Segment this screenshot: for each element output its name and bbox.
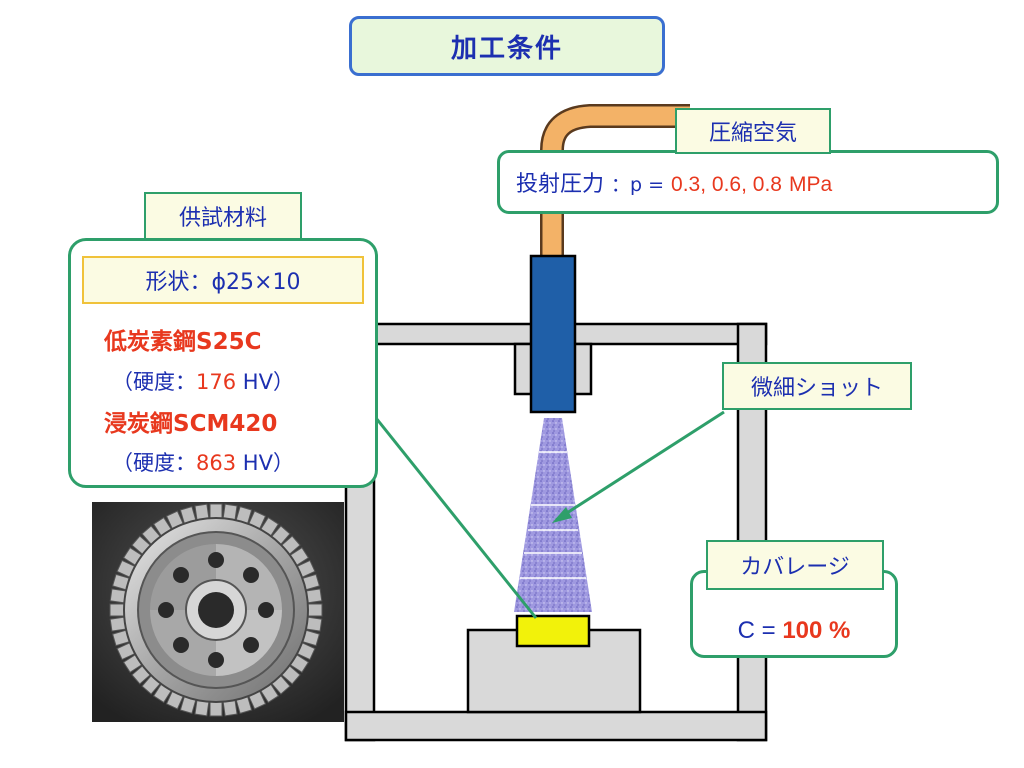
pressure-box: 投射圧力 ：p = 0.3, 0.6, 0.8 MPa (497, 150, 999, 214)
specimen (515, 614, 591, 648)
pressure-label: 投射圧力 (516, 172, 605, 197)
coverage-prefix: C = (737, 617, 776, 644)
shape-box: 形状：ϕ25×10 (82, 256, 364, 304)
nozzle (529, 254, 577, 414)
material-leader-line (374, 417, 538, 619)
shot-stream (514, 418, 592, 612)
shape-text: 形状：ϕ25×10 (145, 270, 301, 295)
shot-leader-line (555, 410, 725, 522)
pressure-values: 0.3, 0.6, 0.8 (671, 173, 782, 196)
gear-photo (92, 502, 344, 722)
pressure-unit: MPa (788, 173, 833, 196)
shot-label: 微細ショット (722, 362, 912, 410)
coverage-value: 100 % (782, 617, 851, 644)
compressed-air-label: 圧縮空気 (675, 108, 831, 154)
material-1-hardness-value: 176 (196, 370, 237, 394)
material-2-name: 浸炭鋼SCM420 (104, 411, 278, 437)
material-label: 供試材料 (144, 192, 302, 240)
gear-icon (92, 502, 344, 722)
coverage-label: カバレージ (706, 540, 884, 590)
material-1-name: 低炭素鋼S25C (104, 329, 262, 355)
material-2-hardness: （硬度：863 HV） (112, 451, 294, 475)
material-1-hardness: （硬度：176 HV） (112, 370, 294, 394)
pressure-separator: ：p = (611, 174, 665, 196)
material-2-hardness-value: 863 (196, 451, 237, 475)
page-title: 加工条件 (349, 16, 665, 76)
